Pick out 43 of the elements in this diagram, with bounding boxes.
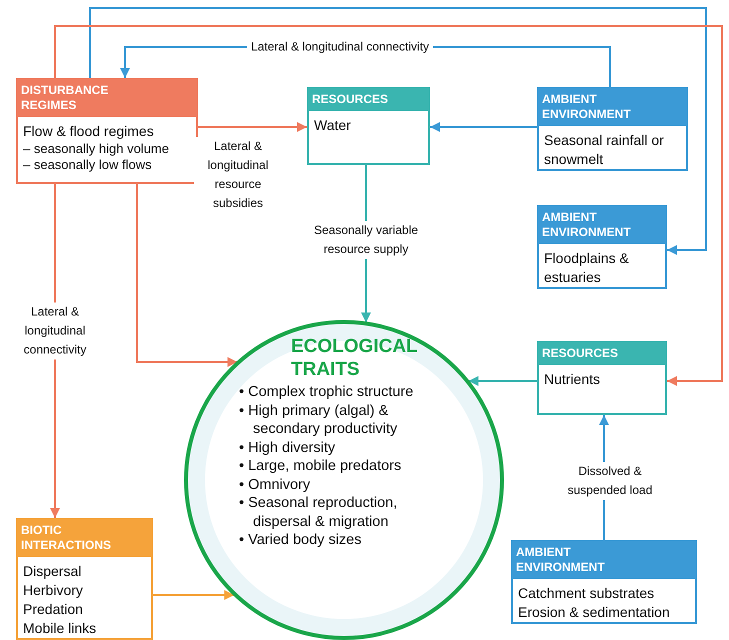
bullet-item: • Seasonal reproduction, dispersal & migration <box>239 494 398 531</box>
process-box <box>16 518 153 640</box>
process-box <box>537 205 667 289</box>
arrow <box>468 376 537 386</box>
box-text: Catchment substrates <box>518 584 656 603</box>
arrow <box>430 122 537 132</box>
box-text: Seasonal rainfall or snowmelt <box>544 131 665 169</box>
bullet-item: • Complex trophic structure <box>239 383 414 402</box>
process-box <box>16 78 198 184</box>
box-heading: BIOTIC INTERACTIONS <box>21 523 112 553</box>
box-text: Dispersal <box>23 562 82 581</box>
box-text: Predation <box>23 600 84 619</box>
box-text: Mobile links <box>23 619 98 638</box>
box-text: – seasonally low flows <box>23 157 153 173</box>
box-text: Floodplains & estuaries <box>544 249 630 287</box>
circle-node <box>183 319 505 640</box>
box-heading: AMBIENT ENVIRONMENT <box>542 92 632 122</box>
arrow <box>136 184 238 367</box>
arrow <box>89 7 707 255</box>
bullet-item: • Varied body sizes <box>239 531 362 550</box>
process-box <box>537 341 667 415</box>
arrow <box>54 25 723 386</box>
arrow <box>153 590 234 600</box>
bullet-item: • Large, mobile predators <box>239 457 402 476</box>
box-text: Nutrients <box>544 370 602 389</box>
process-box <box>511 540 697 624</box>
bullet-item: • Omnivory <box>239 476 312 494</box>
box-heading: RESOURCES <box>312 92 390 107</box>
circle-title: ECOLOGICAL TRAITS <box>291 335 418 381</box>
process-box <box>307 87 430 165</box>
box-heading: DISTURBANCE REGIMES <box>21 83 110 113</box>
box-heading: AMBIENT ENVIRONMENT <box>542 210 632 240</box>
box-text: Herbivory <box>23 581 84 600</box>
box-text: – seasonally high volume <box>23 141 170 157</box>
box-heading: AMBIENT ENVIRONMENT <box>516 545 606 575</box>
box-text: Water <box>314 116 352 135</box>
process-box <box>537 87 688 171</box>
box-text: Erosion & sedimentation <box>518 603 671 622</box>
arrow <box>198 122 307 132</box>
box-heading: RESOURCES <box>542 346 620 361</box>
bullet-item: • High diversity <box>239 438 336 457</box>
bullet-item: • High primary (algal) & secondary productivity <box>239 402 398 438</box>
box-text: Flow & flood regimes <box>23 122 155 141</box>
